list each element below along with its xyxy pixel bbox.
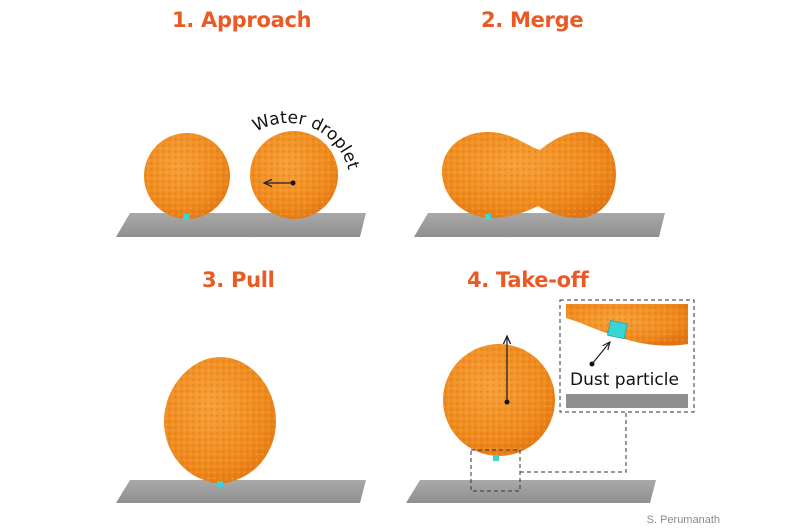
substrate-zoomed — [566, 394, 688, 408]
panel-merge — [414, 132, 665, 237]
pointer-arrow — [591, 342, 610, 365]
water-droplet-left — [144, 133, 230, 219]
panel-title-take-off: 4. Take-off — [467, 268, 589, 292]
merged-droplet — [442, 132, 616, 218]
panel-title-pull: 3. Pull — [202, 268, 275, 292]
substrate-slab — [414, 213, 665, 237]
dust-particle-zoomed — [607, 320, 628, 340]
pulled-droplet — [164, 357, 276, 484]
substrate-slab — [406, 480, 656, 503]
water-droplet-right — [250, 131, 338, 219]
substrate-slab — [116, 480, 366, 503]
zoom-inset: Dust particle — [559, 299, 695, 413]
dust-particle — [183, 214, 189, 220]
panel-take-off: Dust particle — [406, 299, 695, 503]
zoom-region-box — [470, 449, 521, 492]
panel-title-merge: 2. Merge — [481, 8, 584, 32]
dust-particle-label: Dust particle — [570, 370, 679, 390]
image-credit: S. Perumanath — [646, 514, 720, 526]
lifted-droplet — [443, 344, 555, 456]
dust-particle — [493, 455, 499, 461]
panel-title-approach: 1. Approach — [172, 8, 312, 32]
dust-particle — [217, 481, 223, 487]
substrate-slab — [116, 213, 366, 237]
panel-pull — [116, 357, 366, 503]
panel-approach: Water droplet — [116, 108, 366, 237]
zoom-connector — [520, 412, 627, 473]
dust-particle — [485, 214, 491, 220]
